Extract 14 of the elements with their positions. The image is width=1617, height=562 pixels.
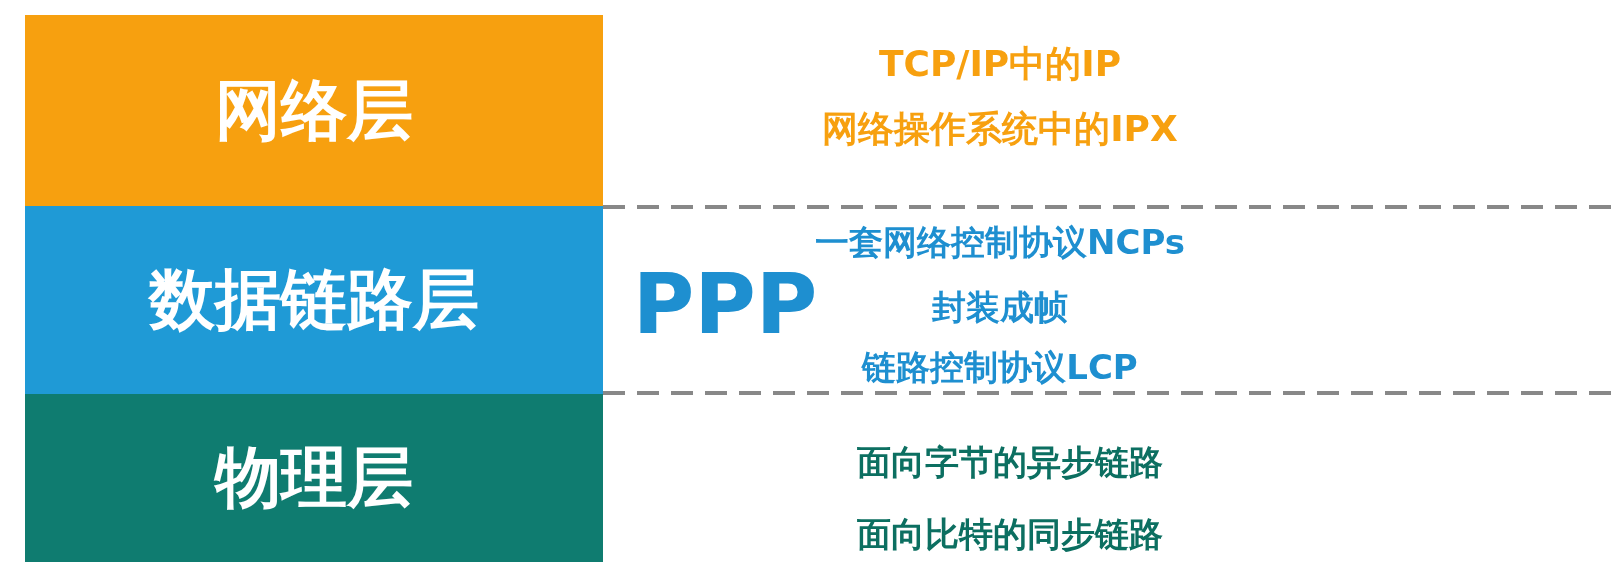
- layer-band: [25, 206, 603, 394]
- protocol-text: TCP/IP中的IP: [878, 42, 1122, 86]
- protocol-text: 封装成帧: [932, 286, 1068, 329]
- protocol-text: 链路控制协议LCP: [862, 346, 1138, 389]
- layer-title: 网络层: [215, 70, 413, 151]
- layer-band: [25, 394, 603, 562]
- protocol-name: PPP: [632, 255, 818, 353]
- layer-title: 数据链路层: [149, 260, 479, 340]
- layer-title: 物理层: [215, 438, 413, 518]
- protocol-text: 一套网络控制协议NCPs: [815, 221, 1185, 264]
- protocol-text: 面向比特的同步链路: [857, 513, 1163, 556]
- layer-band: [25, 15, 603, 206]
- protocol-text: 网络操作系统中的IPX: [822, 107, 1178, 151]
- protocol-text: 面向字节的异步链路: [857, 441, 1163, 484]
